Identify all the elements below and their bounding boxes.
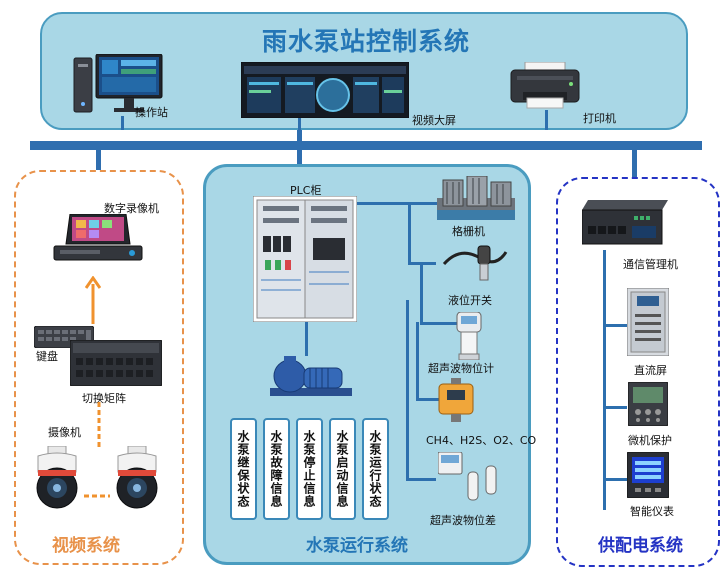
bus-drop-pump — [297, 130, 302, 180]
power-label-dc-panel: 直流屏 — [634, 364, 667, 377]
plc-bus-3 — [416, 322, 419, 400]
status-card-start: 水泵启动信息 — [329, 418, 356, 520]
video-system-group — [14, 170, 184, 565]
power-label-protection: 微机保护 — [628, 434, 672, 447]
printer-icon — [509, 61, 581, 110]
system-title: 雨水泵站控制系统 — [261, 27, 470, 56]
power-system-title: 供配电系统 — [598, 536, 683, 556]
status-card-stop: 水泵停止信息 — [296, 418, 323, 520]
printer-label: 打印机 — [583, 112, 616, 125]
video-wall-drop-line — [298, 118, 301, 130]
network-bus — [30, 141, 702, 150]
status-card-run: 水泵运行状态 — [362, 418, 389, 520]
video-system-title: 视频系统 — [52, 536, 120, 556]
ultrasonic-level-icon — [455, 311, 483, 361]
plc-bus-2 — [420, 262, 423, 322]
matrix-switcher-icon — [69, 339, 163, 387]
plc-link-level-difference — [406, 478, 436, 481]
power-label-comm-manager: 通信管理机 — [623, 258, 678, 271]
level-difference-icon — [437, 451, 500, 504]
printer-drop-line — [545, 110, 548, 130]
plc-link-ultrasonic-level — [420, 322, 458, 325]
device-label-gas: CH4、H2S、O2、CO — [426, 434, 537, 447]
power-system-group — [556, 177, 720, 567]
operator-station-label: 操作站 — [135, 106, 168, 119]
dc-panel-icon — [626, 287, 670, 357]
device-label-level-switch: 液位开关 — [448, 294, 492, 307]
smart-meter-icon — [626, 451, 670, 499]
gas-detector-icon — [437, 378, 475, 422]
comm-manager-icon — [581, 200, 668, 246]
grille-machine-icon — [437, 175, 515, 220]
bus-drop-video — [96, 150, 101, 170]
plc-link-gas-detector — [416, 398, 440, 401]
camera-icon-2 — [110, 445, 164, 510]
pump-icon — [270, 356, 352, 406]
plc-cabinet-icon — [252, 195, 358, 323]
operator-drop-line — [121, 116, 124, 130]
orange-arrow — [84, 275, 102, 324]
plc-bus-1 — [408, 205, 411, 265]
microprocessor-protection-icon — [627, 381, 669, 427]
matrix-label: 切换矩阵 — [82, 392, 126, 405]
camera-arrow-line — [90, 402, 108, 448]
power-link-dc — [603, 324, 627, 327]
dvr-icon — [52, 213, 144, 264]
status-card-fault: 水泵故障信息 — [263, 418, 290, 520]
video-wall-icon — [240, 61, 410, 119]
power-link-meter — [603, 478, 627, 481]
plc-bus-4 — [406, 300, 409, 480]
camera-icon-1 — [30, 445, 84, 510]
dvr-label: 数字录像机 — [104, 202, 159, 215]
device-label-grille: 格栅机 — [452, 225, 485, 238]
operator-station-icon — [72, 53, 164, 116]
camera-link-line — [84, 483, 110, 498]
keyboard-label: 键盘 — [36, 350, 58, 363]
pump-to-plc-line — [305, 322, 308, 356]
plc-link-grille — [357, 202, 437, 205]
pump-system-title: 水泵运行系统 — [306, 536, 408, 556]
level-switch-icon — [440, 244, 510, 284]
status-card-relay: 水泵继保状态 — [230, 418, 257, 520]
video-wall-label: 视频大屏 — [412, 114, 456, 127]
plc-label: PLC柜 — [290, 184, 322, 197]
power-label-smart-meter: 智能仪表 — [630, 505, 674, 518]
camera-label: 摄像机 — [48, 426, 81, 439]
device-label-level-difference: 超声波物位差 — [430, 514, 496, 527]
device-label-ultrasonic-level: 超声波物位计 — [428, 362, 494, 375]
bus-drop-power — [632, 150, 637, 177]
power-link-protection — [603, 406, 627, 409]
power-trunk-line — [603, 250, 606, 510]
